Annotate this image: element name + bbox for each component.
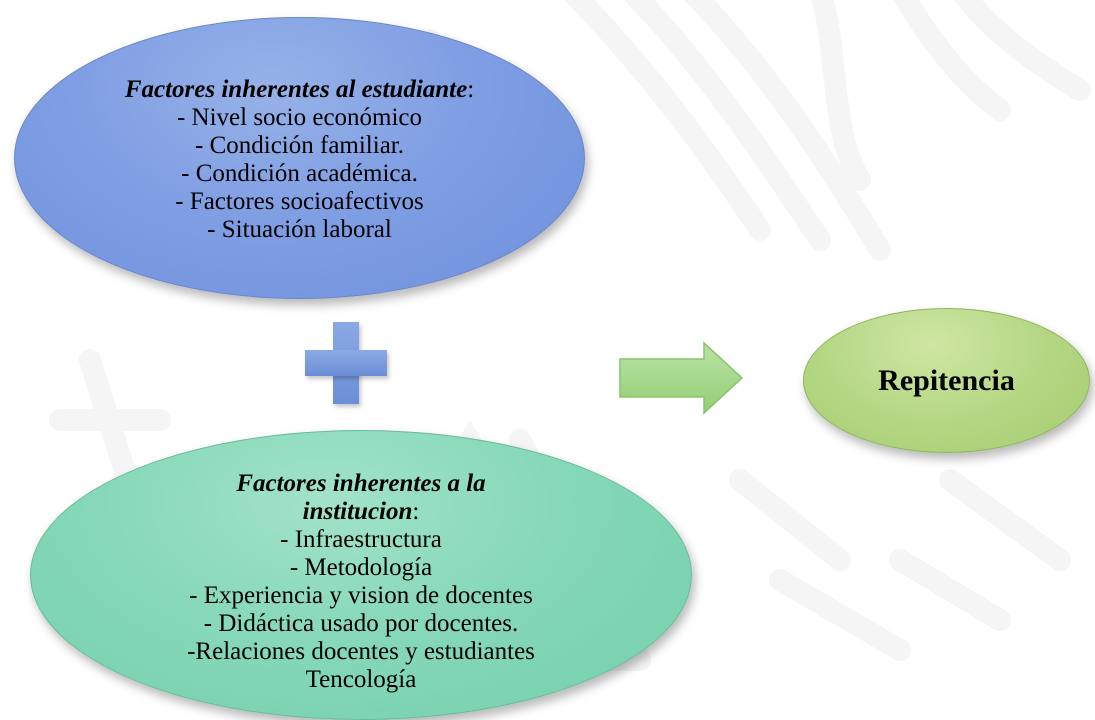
institution-factor-item: - Experiencia y vision de docentes [189,582,533,609]
result-ellipse: Repitencia [803,308,1090,453]
student-factor-item: - Nivel socio económico [176,104,423,131]
institution-factor-item: Tencología [305,666,417,693]
plus-icon-horizontal-bar [305,350,387,376]
institution-factor-item: -Relaciones docentes y estudiantes [187,638,535,665]
institution-factor-item: - Metodología [289,554,433,581]
institution-factors-title: Factores inherentes a la institucion: [236,470,486,525]
result-label: Repitencia [878,363,1015,397]
plus-icon [305,322,387,404]
student-factors-ellipse: Factores inherentes al estudiante: - Niv… [14,17,585,299]
right-arrow-icon [619,341,744,415]
institution-factors-ellipse: Factores inherentes a la institucion: - … [30,430,692,720]
student-factor-item: - Situación laboral [207,216,392,243]
student-factor-item: - Condición familiar. [195,132,404,159]
institution-factors-title-colon: : [412,498,420,525]
student-factor-item: - Condición académica. [181,160,418,187]
student-factor-item: - Factores socioafectivos [175,188,424,215]
institution-factor-item: - Didáctica usado por docentes. [203,610,519,637]
student-factors-title: Factores inherentes al estudiante: [124,76,475,103]
institution-factor-item: - Infraestructura [280,526,442,553]
student-factors-title-colon: : [467,76,475,103]
